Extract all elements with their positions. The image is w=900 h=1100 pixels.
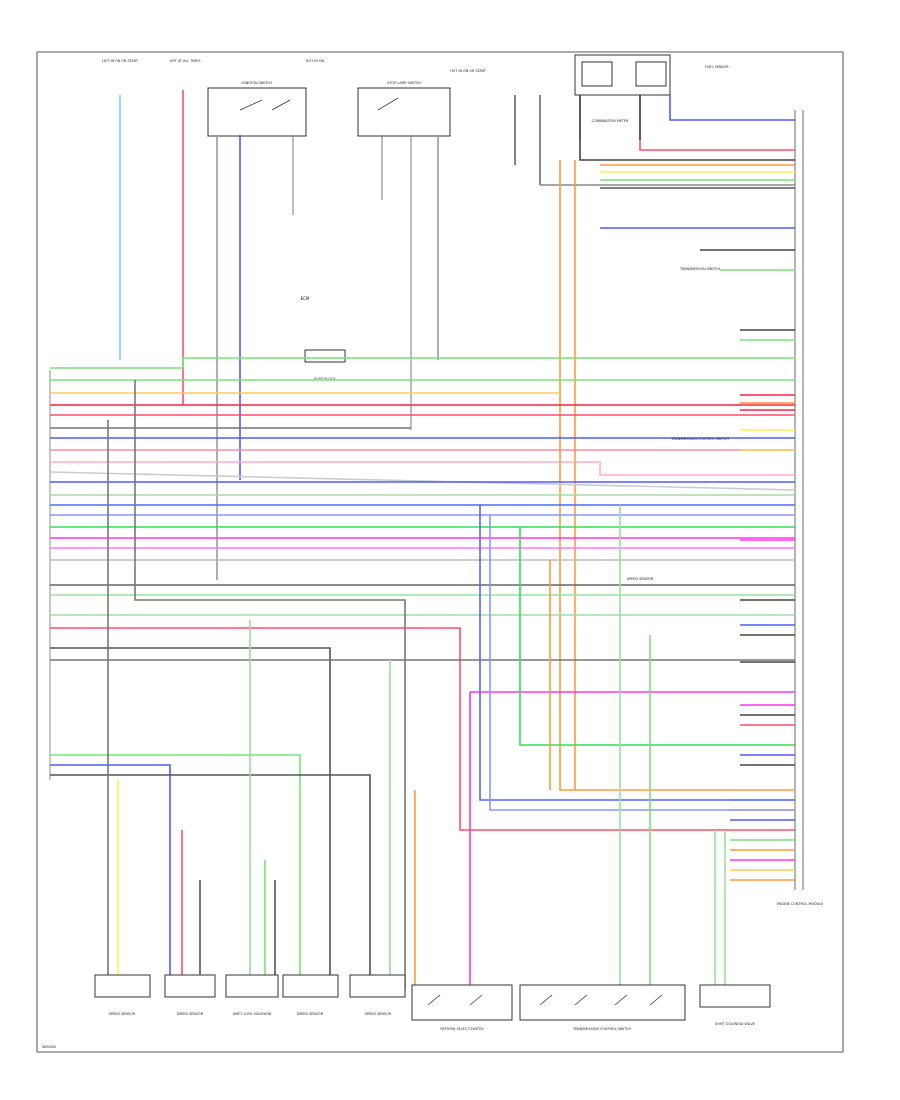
trans-switch-2-label: TRANSMISSION CONTROL SWITCH [670, 437, 729, 441]
diagram-frame [36, 51, 844, 1053]
descending-wires [107, 380, 795, 990]
fuse-box-mid: HOT AT ALL TIMES [169, 59, 200, 63]
speed-sensor-3-box [282, 974, 339, 998]
bus-red-3 [50, 627, 795, 831]
top-right-wires [540, 95, 795, 271]
bottom-components: SPEED SENSOR SPEED SENSOR SHIFT LOCK SOL… [94, 267, 771, 1031]
bus-grey-5 [50, 647, 331, 990]
trans-switch-1-label: TRANSMISSION SWITCH [679, 267, 721, 271]
ignition-switch-box [207, 87, 307, 137]
bus-green-1 [50, 357, 795, 369]
shift-lock-label: SHIFT LOCK SOLENOID [233, 1012, 272, 1016]
right-stub-wires [730, 329, 795, 881]
speed-sensor-3-label: SPEED SENSOR [297, 1012, 324, 1016]
solenoid-block-box [699, 984, 771, 1008]
stop-lamp-switch-label: STOP LAMP SWITCH [387, 81, 421, 85]
ignition-switch: IGNITION SWITCH [207, 81, 307, 137]
ecm-label: ENGINE CONTROL MODULE [777, 902, 823, 906]
fuse-box-right-label: HOT IN ON [306, 59, 325, 63]
footer-code: W00000 [42, 1045, 56, 1049]
bus-pink-2 [50, 461, 795, 476]
fuse-box-mid-label: HOT AT ALL TIMES [169, 59, 200, 63]
speed-sensor-5-label: SPEED SENSOR [627, 577, 654, 581]
bus-green-7 [50, 754, 301, 990]
speed-sensor-1-label: SPEED SENSOR [109, 1012, 136, 1016]
combination-meter-label: COMBINATION METER [592, 119, 630, 123]
bus-grey-7 [50, 774, 371, 990]
pattern-select-label: PATTERN SELECT SWITCH [440, 1027, 484, 1031]
ecm-internal: ECM [301, 296, 310, 301]
speed-sensor-2-box [164, 974, 216, 998]
fuel-sensor-label: FUEL SENSOR [705, 65, 729, 69]
fuse-box-far-label: HOT IN ON OR START [450, 69, 487, 73]
speed-sensor-4-label: SPEED SENSOR [365, 1012, 392, 1016]
orange-trunk-wire [559, 160, 795, 791]
stop-lamp-switch: STOP LAMP SWITCH [357, 81, 451, 137]
meter-cell-b [635, 61, 667, 87]
fuse-box-left-label: HOT IN ON OR START [102, 59, 139, 63]
shift-lock-box [225, 974, 279, 998]
ecm-internal-label: ECM [301, 296, 310, 301]
speed-sensor-2-label: SPEED SENSOR [177, 1012, 204, 1016]
ecm-connector-strip: ENGINE CONTROL MODULE [777, 110, 823, 906]
stop-lamp-switch-box [357, 87, 451, 137]
top-vertical-wires [119, 90, 641, 580]
pattern-select-box [411, 984, 513, 1021]
fuse-block-label: FUSE BLOCK [314, 377, 336, 381]
meter-cell-a [581, 61, 613, 87]
trans-control-label: TRANSMISSION CONTROL SWITCH [572, 1027, 631, 1031]
fuse-block-box [304, 349, 346, 363]
fuse-block: FUSE BLOCK [304, 349, 346, 381]
fuel-sensor: FUEL SENSOR [705, 65, 729, 69]
fuse-box-far: HOT IN ON OR START [450, 69, 487, 73]
ignition-switch-label: IGNITION SWITCH [242, 81, 272, 85]
speed-sensor-1-box [94, 974, 151, 998]
horizontal-bus-wires [49, 357, 796, 990]
trans-control-box [519, 984, 686, 1021]
solenoid-block-label: SHIFT SOLENOID VALVE [715, 1022, 755, 1026]
combination-meter: COMBINATION METER [574, 54, 671, 123]
bus-blue-5 [50, 764, 171, 990]
speed-sensor-4-box [349, 974, 406, 998]
bus-grey-2 [49, 471, 796, 491]
fuse-box-right: HOT IN ON [306, 59, 325, 63]
fuse-box-left: HOT IN ON OR START [102, 59, 139, 63]
